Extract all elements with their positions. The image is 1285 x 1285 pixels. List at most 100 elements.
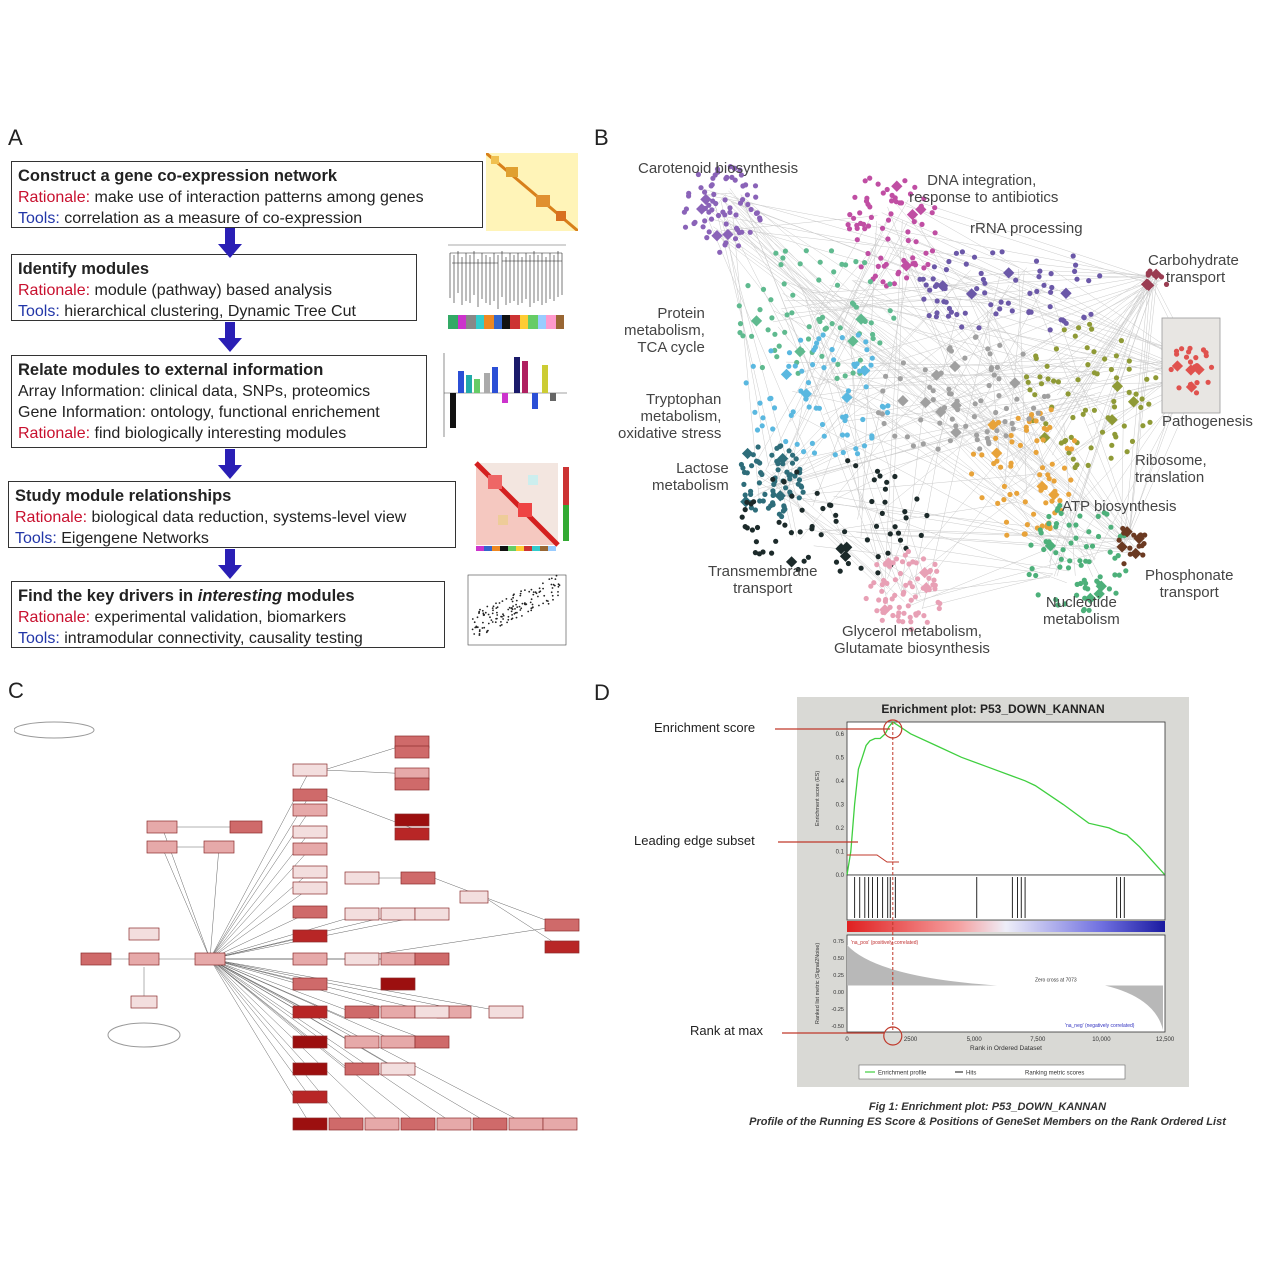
network-node	[932, 586, 938, 592]
network-node	[1104, 511, 1110, 517]
network-node	[783, 438, 789, 445]
hub-node	[1127, 396, 1140, 408]
scatter-point	[473, 621, 476, 624]
network-node	[887, 281, 893, 287]
network-node	[775, 461, 781, 467]
network-node	[900, 360, 906, 366]
network-node	[878, 255, 884, 261]
network-node	[1126, 358, 1132, 364]
scatter-point	[505, 598, 508, 600]
network-edge	[813, 545, 1053, 575]
panel-letter-b: B	[594, 125, 609, 150]
network-node	[738, 172, 744, 178]
network-node	[893, 556, 900, 562]
scatter-point	[520, 590, 522, 593]
network-node	[902, 509, 908, 515]
network-node	[1031, 511, 1037, 517]
network-node	[1073, 262, 1079, 268]
network-node	[993, 409, 999, 416]
network-node	[1008, 432, 1014, 439]
scatter-point	[499, 624, 502, 627]
network-node	[809, 526, 815, 532]
network-node	[1129, 438, 1136, 444]
network-node	[833, 518, 839, 524]
network-node	[1062, 601, 1068, 607]
network-node	[1111, 398, 1117, 404]
scatter-point	[530, 588, 533, 591]
network-node	[1017, 442, 1023, 448]
network-node	[935, 446, 941, 452]
label-carbohydrate-transport: Carbohydrate transport	[1148, 252, 1239, 286]
step-rationale: Rationale: biological data reduction, sy…	[15, 509, 407, 526]
network-node	[883, 373, 889, 379]
panel-letter-d: D	[594, 680, 610, 705]
network-edge	[932, 275, 1151, 413]
network-node	[996, 376, 1002, 382]
network-node	[869, 498, 875, 505]
scatter-point	[514, 611, 517, 614]
network-node	[875, 570, 881, 576]
network-node	[1027, 387, 1033, 393]
network-node	[798, 388, 804, 394]
gene-node	[544, 918, 580, 932]
network-edge	[831, 333, 979, 399]
scatter-point	[551, 587, 554, 589]
network-edge	[885, 452, 1006, 595]
network-node	[936, 605, 942, 612]
step-title: Construct a gene co-expression network	[18, 167, 338, 185]
network-edge	[712, 218, 1201, 358]
network-node	[792, 473, 798, 479]
network-node	[1025, 379, 1031, 385]
hub-node	[879, 604, 891, 616]
metric-y-tick-label: 0.25	[833, 973, 844, 979]
network-node	[1009, 420, 1015, 426]
network-edge	[761, 308, 993, 484]
network-node	[974, 286, 980, 292]
network-node	[987, 351, 993, 357]
network-node	[893, 199, 899, 205]
pathway-diagram	[14, 712, 599, 1142]
gene-node	[364, 1117, 400, 1131]
step-construct-network: Construct a gene co-expression network R…	[11, 161, 483, 228]
network-node	[927, 287, 933, 293]
network-node	[752, 507, 758, 513]
network-node	[984, 429, 990, 435]
network-node	[1058, 317, 1064, 323]
network-edge	[1049, 280, 1151, 563]
network-node	[722, 197, 728, 203]
network-node	[776, 343, 782, 349]
network-node	[1026, 571, 1032, 578]
network-node	[731, 165, 738, 171]
network-node	[801, 449, 807, 455]
gene-node	[508, 1117, 544, 1131]
network-node	[1034, 438, 1040, 444]
network-node	[820, 332, 826, 338]
network-node	[907, 191, 914, 197]
scatter-point	[547, 602, 550, 605]
network-node	[811, 347, 817, 353]
network-node	[858, 264, 864, 270]
network-node	[805, 336, 812, 342]
network-edge	[851, 279, 999, 389]
network-node	[757, 307, 763, 313]
network-node	[1065, 565, 1072, 571]
hub-node	[841, 391, 853, 404]
network-node	[845, 560, 851, 567]
network-node	[744, 525, 750, 531]
network-edge	[860, 529, 1133, 540]
network-node	[1102, 356, 1108, 362]
network-edge	[712, 207, 1026, 483]
network-node	[934, 298, 940, 304]
x-axis-label: Rank in Ordered Dataset	[970, 1045, 1042, 1052]
network-node	[876, 597, 882, 603]
network-node	[1061, 327, 1067, 333]
network-node	[857, 210, 863, 216]
network-node	[714, 166, 721, 172]
network-node	[727, 205, 733, 211]
network-node	[737, 321, 744, 327]
network-node	[1035, 410, 1041, 416]
network-node	[800, 489, 806, 495]
network-node	[749, 463, 755, 469]
network-node	[1146, 401, 1152, 407]
network-node	[799, 507, 805, 513]
